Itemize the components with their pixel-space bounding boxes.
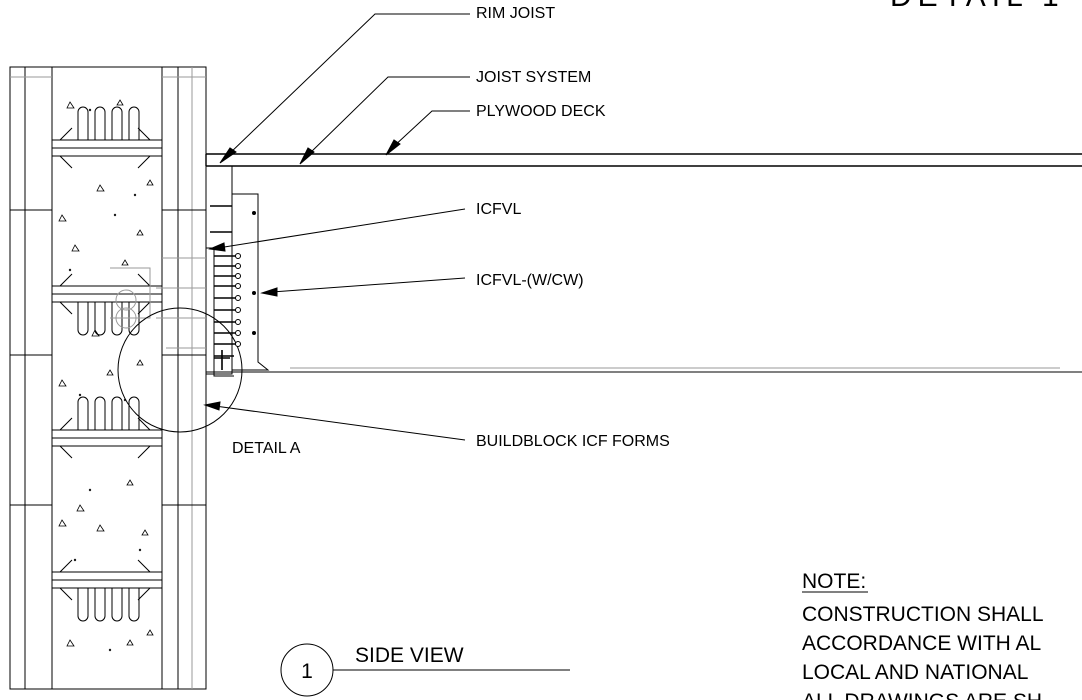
detail-title: DETAIL 1: [890, 0, 1065, 13]
web-tie: [51, 273, 163, 336]
label-joist-system: JOIST SYSTEM: [476, 69, 591, 86]
note-block: NOTE: CONSTRUCTION SHALL ACCORDANCE WITH…: [802, 570, 1044, 700]
label-buildblock-icf-forms: BUILDBLOCK ICF FORMS: [476, 433, 670, 450]
concrete-hatch: [58, 99, 154, 652]
icf-wall: [9, 66, 207, 690]
web-tie: [51, 559, 163, 622]
label-icfvl-wcw: ICFVL-(W/CW): [476, 272, 584, 289]
label-icfvl: ICFVL: [476, 201, 521, 218]
web-tie: [51, 106, 163, 169]
screw-heads: [235, 253, 241, 347]
note-line: ACCORDANCE WITH AL: [802, 632, 1041, 655]
view-number: 1: [301, 660, 313, 683]
floor-system: [205, 153, 1082, 377]
view-tag: 1 SIDE VIEW: [280, 643, 570, 697]
note-line: CONSTRUCTION SHALL: [802, 603, 1044, 626]
detail-a-circle: [117, 307, 243, 433]
label-detail-a: DETAIL A: [232, 440, 301, 457]
leader-lines: [203, 13, 470, 441]
note-line: ALL DRAWINGS ARE SH: [802, 690, 1042, 700]
label-plywood-deck: PLYWOOD DECK: [476, 103, 606, 120]
label-rim-joist: RIM JOIST: [476, 5, 555, 22]
web-tie: [51, 396, 163, 459]
view-name: SIDE VIEW: [355, 644, 464, 667]
note-heading: NOTE:: [802, 570, 866, 593]
note-line: LOCAL AND NATIONAL: [802, 661, 1028, 684]
screw-fasteners: [210, 205, 236, 357]
